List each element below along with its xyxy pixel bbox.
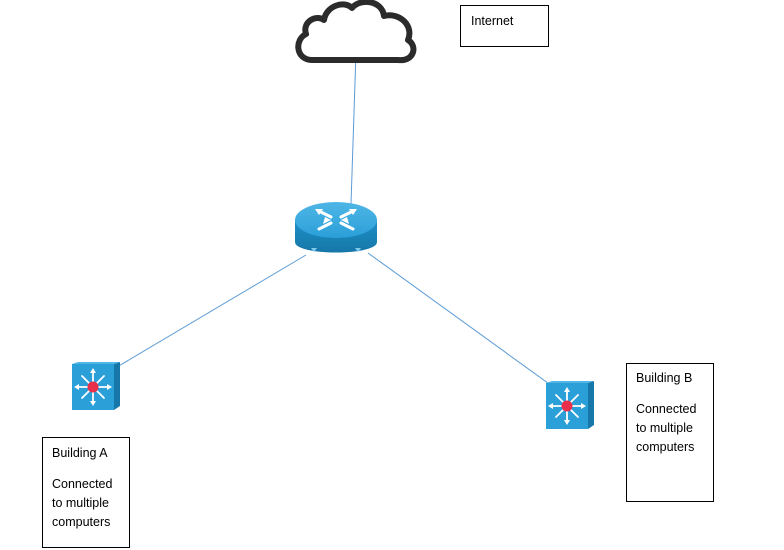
building-b-title: Building B [636, 371, 693, 385]
cloud-icon [295, 0, 417, 64]
building-a-label-box: Building A Connected to multiple compute… [42, 437, 130, 548]
internet-label: Internet [471, 14, 514, 28]
router-to-building-a-link [116, 254, 307, 368]
router-icon[interactable] [293, 198, 379, 266]
building-a-switch-icon[interactable] [70, 362, 122, 412]
building-b-label-box: Building B Connected to multiple compute… [626, 363, 714, 502]
router-to-internet-link [350, 48, 360, 205]
building-a-description: Connected to multiple computers [52, 477, 113, 529]
router-to-building-b-link [367, 252, 553, 387]
building-b-description: Connected to multiple computers [636, 402, 697, 454]
internet-label-box: Internet [460, 5, 549, 47]
building-b-switch-icon[interactable] [544, 381, 596, 431]
building-a-title: Building A [52, 446, 108, 460]
